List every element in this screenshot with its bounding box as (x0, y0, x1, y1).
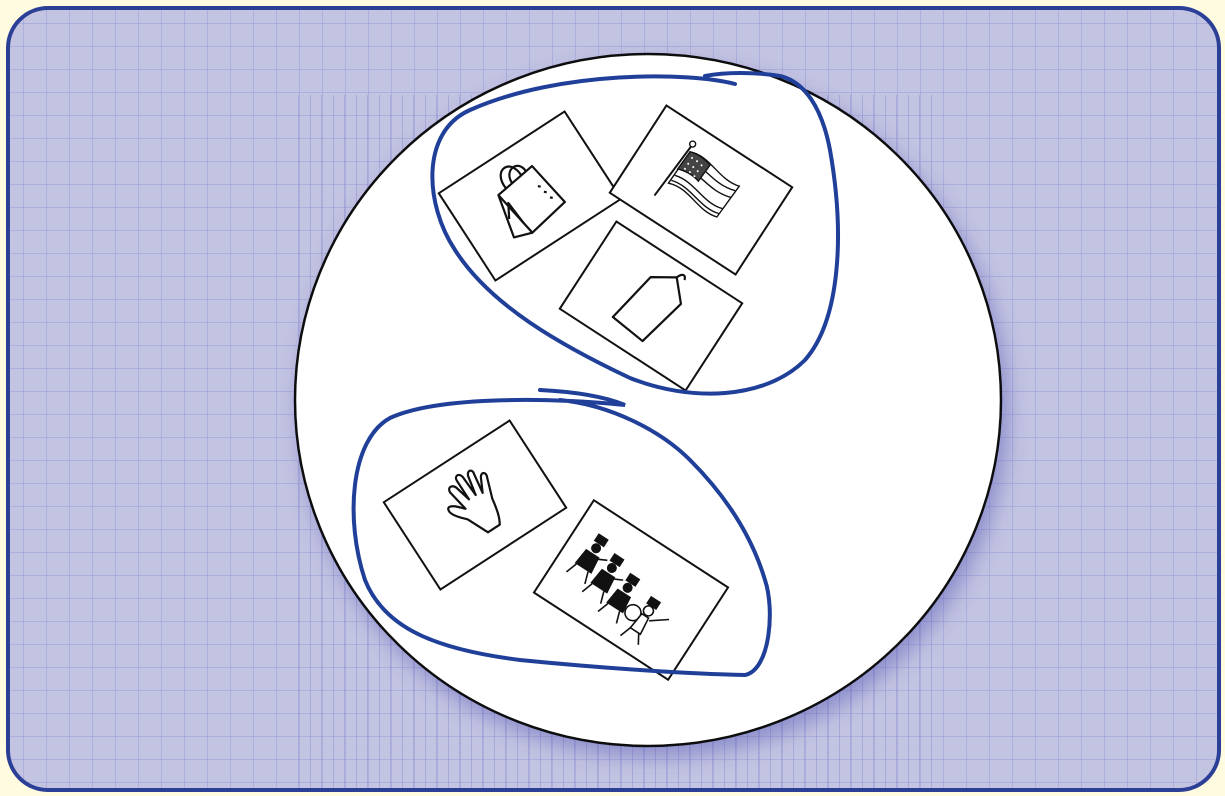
sorting-board (0, 0, 1225, 796)
activity-stage (0, 0, 1225, 796)
